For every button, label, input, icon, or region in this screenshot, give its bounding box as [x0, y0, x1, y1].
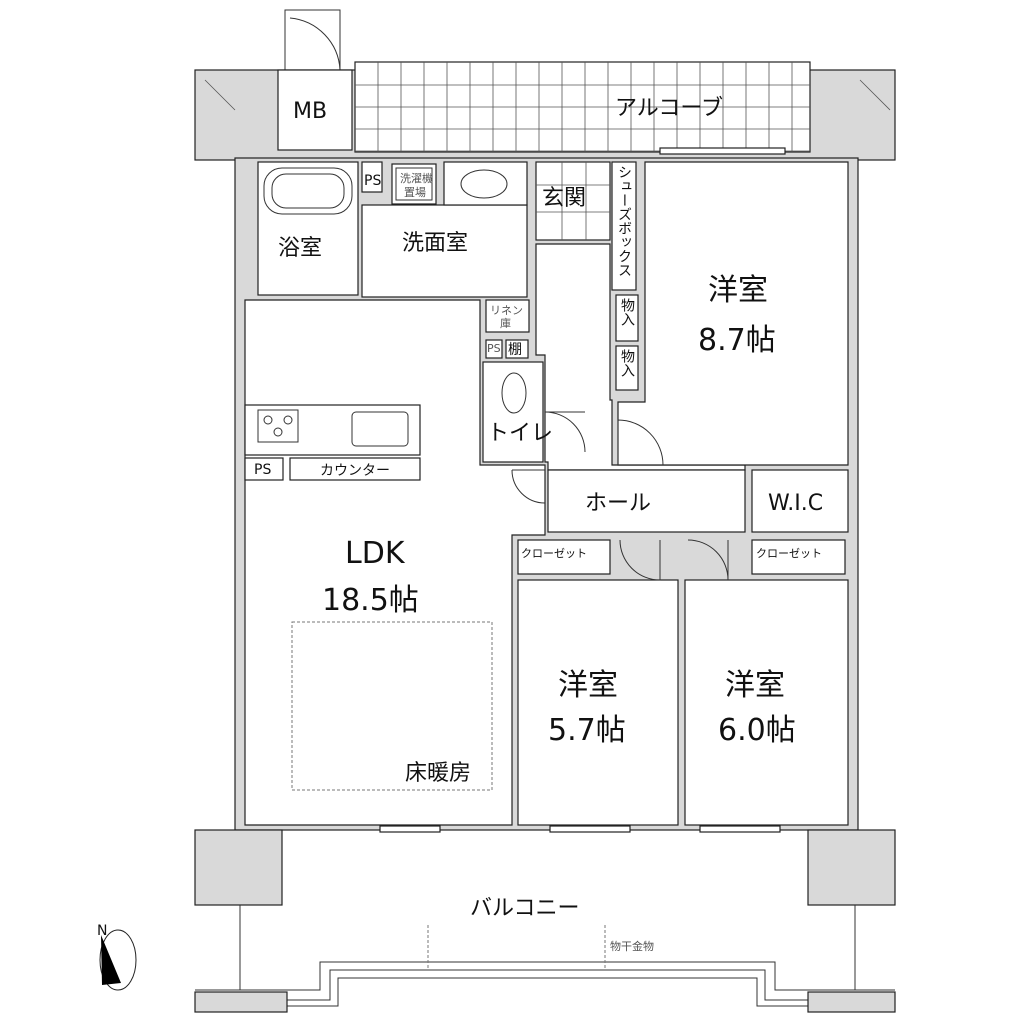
washroom	[361, 204, 528, 298]
ps-label: PS	[364, 173, 381, 189]
floor-heating-area	[291, 621, 493, 791]
western3-name: 洋室	[725, 668, 785, 703]
washer-label: 洗濯機	[400, 171, 433, 185]
shoebox-label: シューズボックス	[616, 165, 632, 277]
sink-counter	[443, 161, 528, 206]
alcove-label: アルコーブ	[615, 96, 723, 121]
balcony-label: バルコニー	[470, 896, 580, 921]
linen	[485, 299, 530, 333]
top-wall	[194, 61, 896, 161]
western3-size: 6.0帖	[718, 713, 796, 748]
toilet-label: トイレ	[487, 421, 553, 446]
bath-label: 浴室	[278, 236, 322, 261]
floor-heating-label: 床暖房	[405, 761, 471, 786]
shoebox	[611, 161, 637, 291]
sink-icon	[460, 169, 508, 199]
western1-size: 8.7帖	[698, 323, 776, 358]
washroom-label: 洗面室	[402, 231, 468, 256]
ps-label: PS	[254, 462, 271, 478]
hall-label: ホール	[585, 491, 651, 516]
closet-3	[751, 539, 846, 575]
western-room-2	[517, 579, 679, 826]
ldk-name: LDK	[345, 536, 406, 571]
western-room-3	[684, 579, 849, 826]
mb-box	[277, 69, 353, 151]
window	[659, 147, 786, 155]
shelf-label: 棚	[508, 342, 522, 358]
ldk-size: 18.5帖	[322, 583, 419, 618]
drying-hardware-label: 物干金物	[610, 939, 654, 953]
western-room-1	[617, 161, 849, 466]
balcony	[194, 829, 896, 1013]
linen-label: リネン	[490, 304, 523, 317]
mb-label: MB	[293, 99, 327, 124]
wic-label: W.I.C	[768, 491, 823, 516]
entrance-label: 玄関	[542, 186, 586, 211]
closet-label: クローゼット	[756, 547, 822, 560]
mb-door	[284, 9, 341, 71]
compass-north-label: N	[97, 923, 107, 939]
counter-label: カウンター	[320, 463, 390, 479]
bathtub-icon	[263, 167, 353, 215]
kitchen-sink-icon	[351, 411, 409, 447]
washer-space	[391, 163, 437, 205]
washer-label-2: 置場	[404, 186, 426, 199]
hall	[547, 469, 746, 533]
bath-room	[257, 161, 359, 296]
western2-name: 洋室	[558, 668, 618, 703]
storage-label: 物入	[619, 298, 635, 326]
closet-label: クローゼット	[521, 547, 587, 560]
wic	[751, 469, 849, 533]
western1-name: 洋室	[708, 273, 768, 308]
toilet-icon	[501, 372, 527, 414]
closet-1	[517, 539, 611, 575]
compass-icon: N	[97, 923, 137, 991]
linen-label-2: 庫	[500, 316, 511, 330]
toilet-room	[482, 361, 544, 463]
storage-label: 物入	[619, 349, 635, 377]
western2-size: 5.7帖	[548, 713, 626, 748]
entrance	[535, 161, 611, 241]
ps-label: PS	[487, 342, 501, 355]
stove-icon	[257, 409, 299, 443]
